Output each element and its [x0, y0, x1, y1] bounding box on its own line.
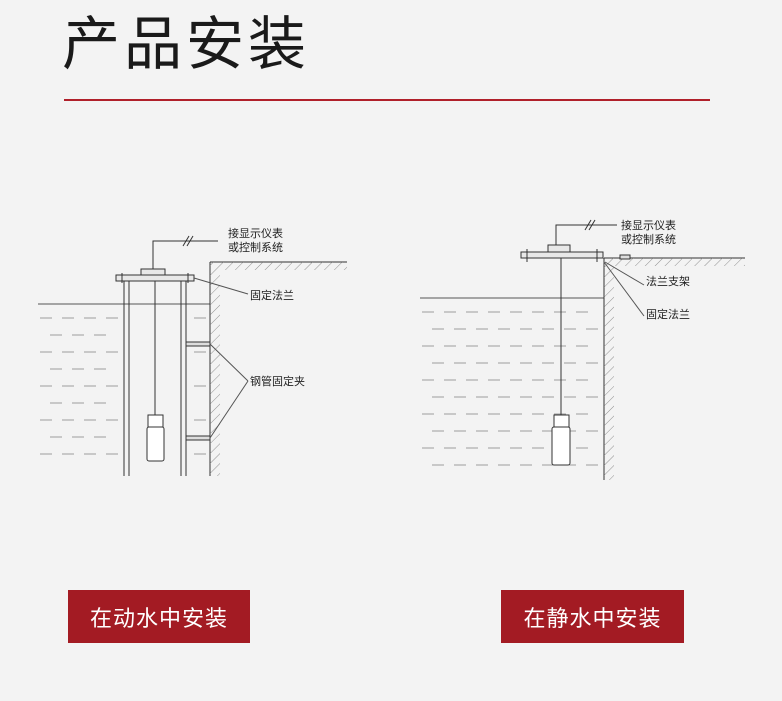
caption-dynamic-water: 在动水中安装: [68, 590, 250, 643]
page-title: 产品安装: [62, 10, 311, 78]
right-signal-label-line1: 接显示仪表: [621, 218, 676, 232]
left-level-probe: [146, 414, 165, 462]
left-clamp-label: 钢管固定夹: [250, 374, 305, 388]
right-installation-diagram: [420, 219, 745, 480]
right-signal-cable: [555, 224, 617, 245]
right-bracket-label: 法兰支架: [646, 274, 690, 288]
right-flange-bracket: [520, 244, 631, 262]
left-signal-label-line1: 接显示仪表: [228, 226, 283, 240]
left-steel-pipe: [123, 281, 187, 476]
caption-static-water: 在静水中安装: [501, 590, 684, 643]
right-signal-label-line2: 或控制系统: [621, 232, 676, 246]
left-installation-diagram: [38, 235, 347, 476]
left-pipe-clamps: [185, 341, 211, 441]
left-fixed-flange: [115, 268, 195, 283]
title-divider: [64, 99, 710, 101]
right-flange-label: 固定法兰: [646, 307, 690, 321]
left-signal-label-line2: 或控制系统: [228, 240, 283, 254]
right-water-lines: [422, 311, 598, 466]
right-level-probe: [551, 414, 571, 466]
left-water-lines: [40, 317, 206, 455]
left-signal-cable: [152, 240, 218, 269]
left-flange-label: 固定法兰: [250, 288, 294, 302]
